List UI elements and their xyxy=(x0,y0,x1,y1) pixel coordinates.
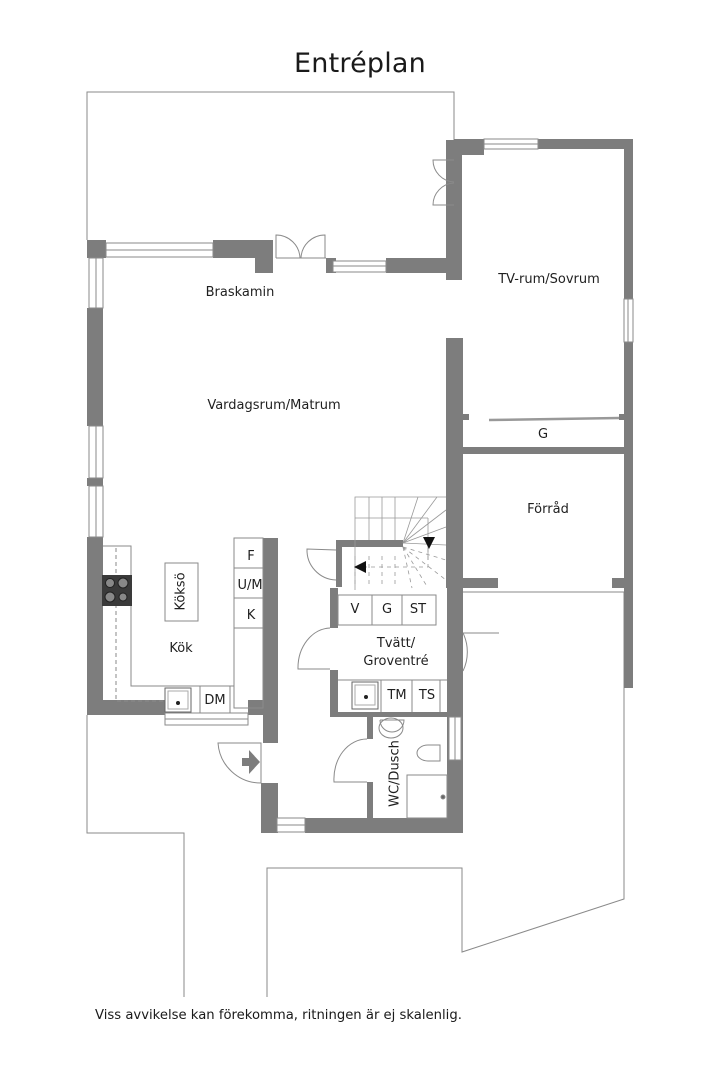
entrance-arrow-icon xyxy=(242,750,260,774)
toilet-icon xyxy=(416,744,441,762)
label-wardrobe-g: G xyxy=(537,427,549,442)
label-oven-micro: U/M xyxy=(237,578,263,593)
label-kitchen-island: Köksö xyxy=(173,572,189,611)
walls xyxy=(87,139,633,833)
sink-icon xyxy=(164,687,192,713)
label-dryer: TS xyxy=(418,688,436,703)
label-washer: TM xyxy=(387,688,407,703)
stair-arrow-down-icon xyxy=(423,537,435,549)
windows xyxy=(88,138,634,833)
kitchen-counters xyxy=(103,537,264,713)
label-cabinet-v: V xyxy=(350,602,360,617)
label-fireplace: Braskamin xyxy=(205,285,275,300)
laundry-cabinets xyxy=(337,594,447,712)
stove-icon xyxy=(102,575,132,606)
label-tv-room: TV-rum/Sovrum xyxy=(498,272,600,287)
disclaimer-note: Viss avvikelse kan förekomma, ritningen … xyxy=(95,1008,462,1023)
label-cabinet-g: G xyxy=(381,602,393,617)
label-fridge: F xyxy=(247,549,255,564)
page-title: Entréplan xyxy=(294,48,426,79)
shower-icon xyxy=(406,774,448,819)
bathroom-fixtures xyxy=(378,717,448,819)
stair-arrow-left-icon xyxy=(354,561,366,573)
basin-icon xyxy=(379,719,405,733)
label-laundry-line1: Tvätt/ xyxy=(376,636,416,651)
doors xyxy=(217,159,620,784)
label-kitchen: Kök xyxy=(169,641,193,656)
label-dishwasher: DM xyxy=(204,693,226,708)
label-bathroom: WC/Dusch xyxy=(387,740,403,807)
label-laundry-line2: Groventré xyxy=(363,654,429,669)
label-living-room: Vardagsrum/Matrum xyxy=(207,398,341,413)
stairs xyxy=(354,496,447,590)
label-cabinet-st: ST xyxy=(409,602,427,617)
label-storage: Förråd xyxy=(527,502,569,517)
laundry-sink-icon xyxy=(351,681,379,710)
label-freezer: K xyxy=(246,608,256,623)
